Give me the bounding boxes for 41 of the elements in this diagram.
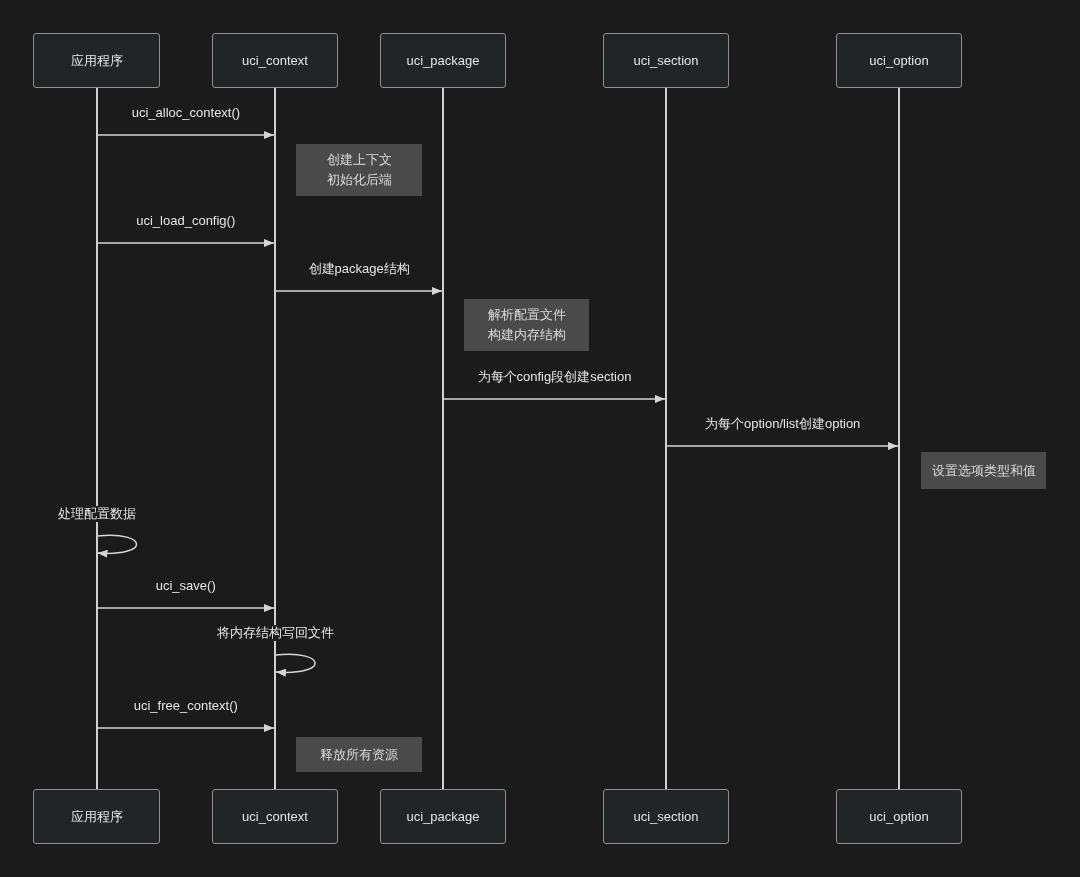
participant-box: uci_section	[603, 789, 729, 844]
note-box	[296, 144, 422, 196]
lifeline	[274, 88, 276, 789]
lifeline	[665, 88, 667, 789]
participant-box: uci_section	[603, 33, 729, 88]
participant-box: 应用程序	[33, 789, 160, 844]
message-label: 处理配置数据	[55, 506, 138, 522]
lifeline	[95, 88, 98, 789]
message-label: uci_load_config()	[134, 213, 238, 229]
message-label: 为每个option/list创建option	[703, 416, 863, 432]
message-label: uci_free_context()	[131, 698, 240, 714]
note-text: 初始化后端	[326, 171, 392, 189]
message-label: uci_save()	[153, 578, 218, 594]
self-loop-arrow	[275, 653, 316, 677]
participant-box: uci_package	[380, 33, 506, 88]
self-loop-arrow	[96, 534, 138, 558]
note-text: 构建内存结构	[487, 326, 566, 344]
note-box: 设置选项类型和值	[921, 452, 1046, 489]
participant-box: uci_package	[380, 789, 506, 844]
note-text: 解析配置文件	[487, 306, 566, 324]
note-box: 释放所有资源	[296, 737, 422, 772]
note-box	[464, 299, 589, 351]
message-arrow	[666, 442, 899, 450]
lifeline	[898, 88, 900, 789]
participant-box: uci_option	[836, 789, 962, 844]
message-arrow	[275, 287, 443, 295]
message-label: 为每个config段创建section	[475, 369, 634, 385]
message-label: uci_alloc_context()	[129, 105, 243, 121]
participant-box: uci_option	[836, 33, 962, 88]
participant-box: 应用程序	[33, 33, 160, 88]
lifeline	[442, 88, 444, 789]
message-arrow	[96, 239, 275, 247]
message-arrow	[96, 724, 275, 732]
participant-box: uci_context	[212, 33, 338, 88]
participant-box: uci_context	[212, 789, 338, 844]
message-label: 创建package结构	[306, 261, 412, 277]
message-label: 将内存结构写回文件	[214, 625, 336, 641]
message-arrow	[96, 604, 275, 612]
message-arrow	[96, 131, 275, 139]
note-text: 创建上下文	[326, 151, 392, 169]
message-arrow	[443, 395, 666, 403]
